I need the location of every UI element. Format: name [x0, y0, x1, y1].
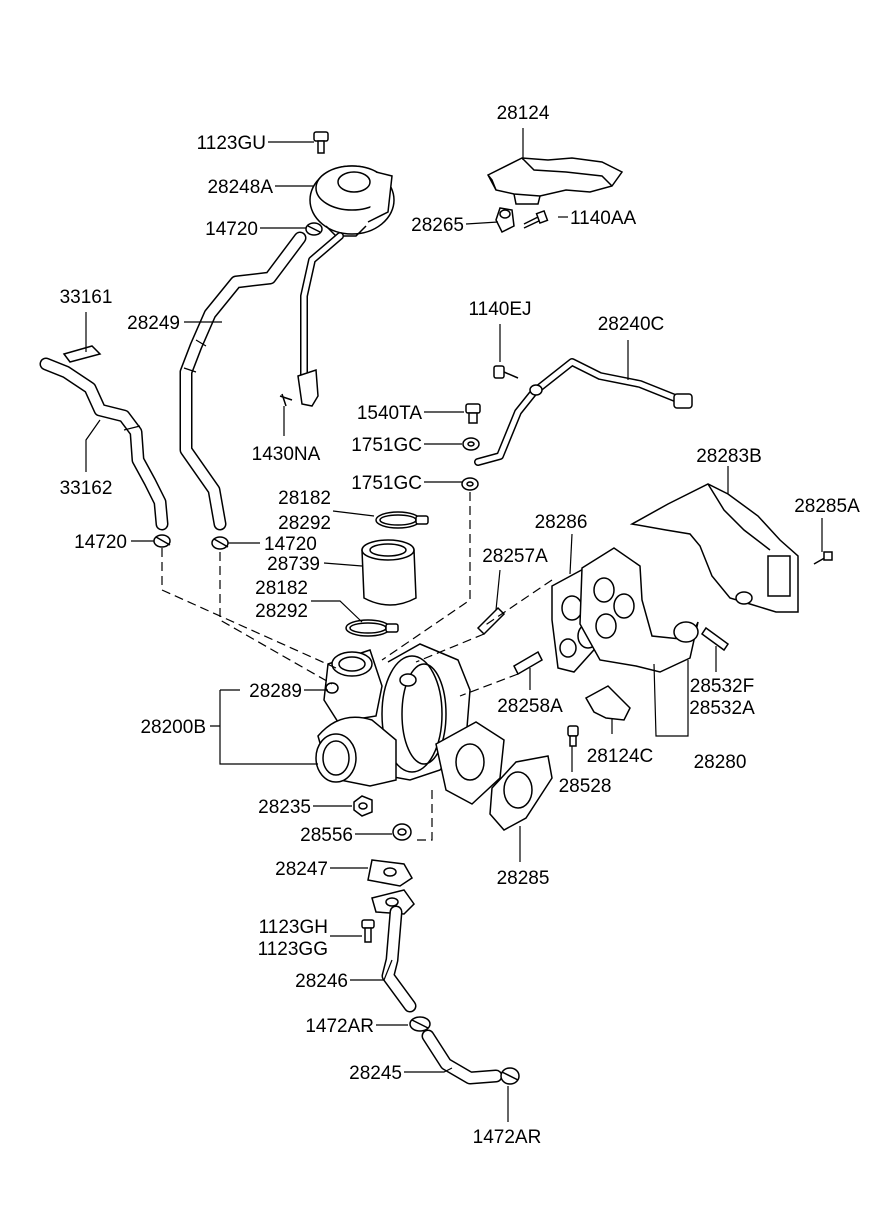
label-28240C: 28240C [598, 314, 665, 335]
hose-33162 [39, 357, 169, 531]
clamp-28182-lower [345, 619, 399, 637]
label-14720-mid: 14720 [264, 534, 317, 555]
label-28235: 28235 [258, 797, 311, 818]
bolt-28285A [813, 551, 833, 565]
label-1123GU: 1123GU [197, 133, 266, 154]
clamp-14720-left [153, 534, 171, 548]
shield-28124C [584, 685, 631, 721]
heat-shield-28283B [629, 483, 799, 613]
pin-1430NA [279, 393, 293, 407]
bolt-1140EJ [493, 365, 519, 379]
label-28283B: 28283B [696, 446, 762, 467]
label-28247: 28247 [275, 859, 328, 880]
hose-28249 [179, 231, 307, 531]
label-28245: 28245 [349, 1063, 402, 1084]
clamp-14720-mid [211, 536, 229, 550]
label-28249: 28249 [127, 313, 180, 334]
stud-28532F [700, 626, 730, 652]
label-28289: 28289 [249, 681, 302, 702]
bolt-1123GH [361, 919, 375, 943]
label-28246: 28246 [295, 971, 348, 992]
label-1751GC-lower: 1751GC [351, 473, 422, 494]
label-28292-upper: 28292 [278, 513, 331, 534]
label-1140EJ: 1140EJ [468, 299, 531, 320]
bolt-1123GU [313, 131, 329, 154]
label-28258A: 28258A [497, 696, 563, 717]
leader-lines [85, 128, 823, 1122]
label-1123GG: 1123GG [258, 939, 328, 960]
manifold-28280 [579, 547, 699, 673]
clip-28289 [325, 682, 339, 694]
label-33161: 33161 [60, 287, 113, 308]
label-28556: 28556 [300, 825, 353, 846]
label-28124C: 28124C [587, 746, 654, 767]
hose-28245 [421, 1029, 503, 1085]
label-28257A: 28257A [482, 546, 548, 567]
wastegate-actuator-28248A [309, 165, 395, 237]
label-1751GC-upper: 1751GC [351, 435, 422, 456]
label-28286: 28286 [535, 512, 588, 533]
label-1472AR-upper: 1472AR [305, 1016, 374, 1037]
gasket-28285 [489, 755, 553, 831]
washer-1751GC-upper [462, 437, 480, 451]
label-1123GH: 1123GH [259, 917, 328, 938]
label-33162: 33162 [60, 478, 113, 499]
label-28285: 28285 [497, 868, 550, 889]
assembly-dashed-lines [161, 492, 553, 841]
part-number-labels: 28124 1123GU 28248A 14720 28265 1140AA 3… [60, 103, 860, 1148]
sleeve-28739 [361, 539, 417, 606]
label-28532F: 28532F [690, 676, 754, 697]
heat-shield-bracket-28124 [486, 157, 624, 205]
stud-28258A [513, 650, 543, 676]
label-14720-top: 14720 [205, 219, 258, 240]
washer-28556 [392, 823, 412, 841]
clip-28265 [495, 207, 515, 234]
gasket-28247 [367, 859, 413, 887]
washer-1751GC-lower [461, 477, 479, 491]
label-28124: 28124 [497, 103, 550, 124]
bolt-28528 [567, 725, 579, 747]
turbocharger-28200B [315, 643, 505, 805]
clamp-1472AR-upper [409, 1016, 431, 1032]
bolt-1140AA [523, 209, 549, 229]
label-1540TA: 1540TA [357, 403, 422, 424]
actuator-rod [297, 232, 344, 407]
label-1472AR-lower: 1472AR [473, 1127, 542, 1148]
label-28532A: 28532A [689, 698, 755, 719]
clamp-1472AR-lower [500, 1067, 520, 1085]
label-28280: 28280 [694, 752, 747, 773]
label-28739: 28739 [267, 554, 320, 575]
label-28182-lower: 28182 [255, 578, 308, 599]
label-28528: 28528 [559, 776, 612, 797]
bolt-1540TA [465, 403, 481, 424]
label-14720-left: 14720 [74, 532, 127, 553]
label-28200B: 28200B [140, 717, 206, 738]
clamp-28182-upper [375, 511, 429, 529]
oil-return-pipe-28246 [371, 889, 417, 1013]
clamp-14720-top [305, 222, 323, 236]
oil-feed-pipe-28240C [474, 358, 693, 466]
label-28182-upper: 28182 [278, 488, 331, 509]
bracket-33161 [62, 345, 102, 363]
label-1140AA: 1140AA [570, 208, 637, 229]
label-1430NA: 1430NA [252, 444, 321, 465]
label-28248A: 28248A [207, 177, 273, 198]
label-28265: 28265 [411, 215, 464, 236]
label-28292-lower: 28292 [255, 601, 308, 622]
nut-28235 [353, 795, 373, 817]
label-28285A: 28285A [794, 496, 860, 517]
